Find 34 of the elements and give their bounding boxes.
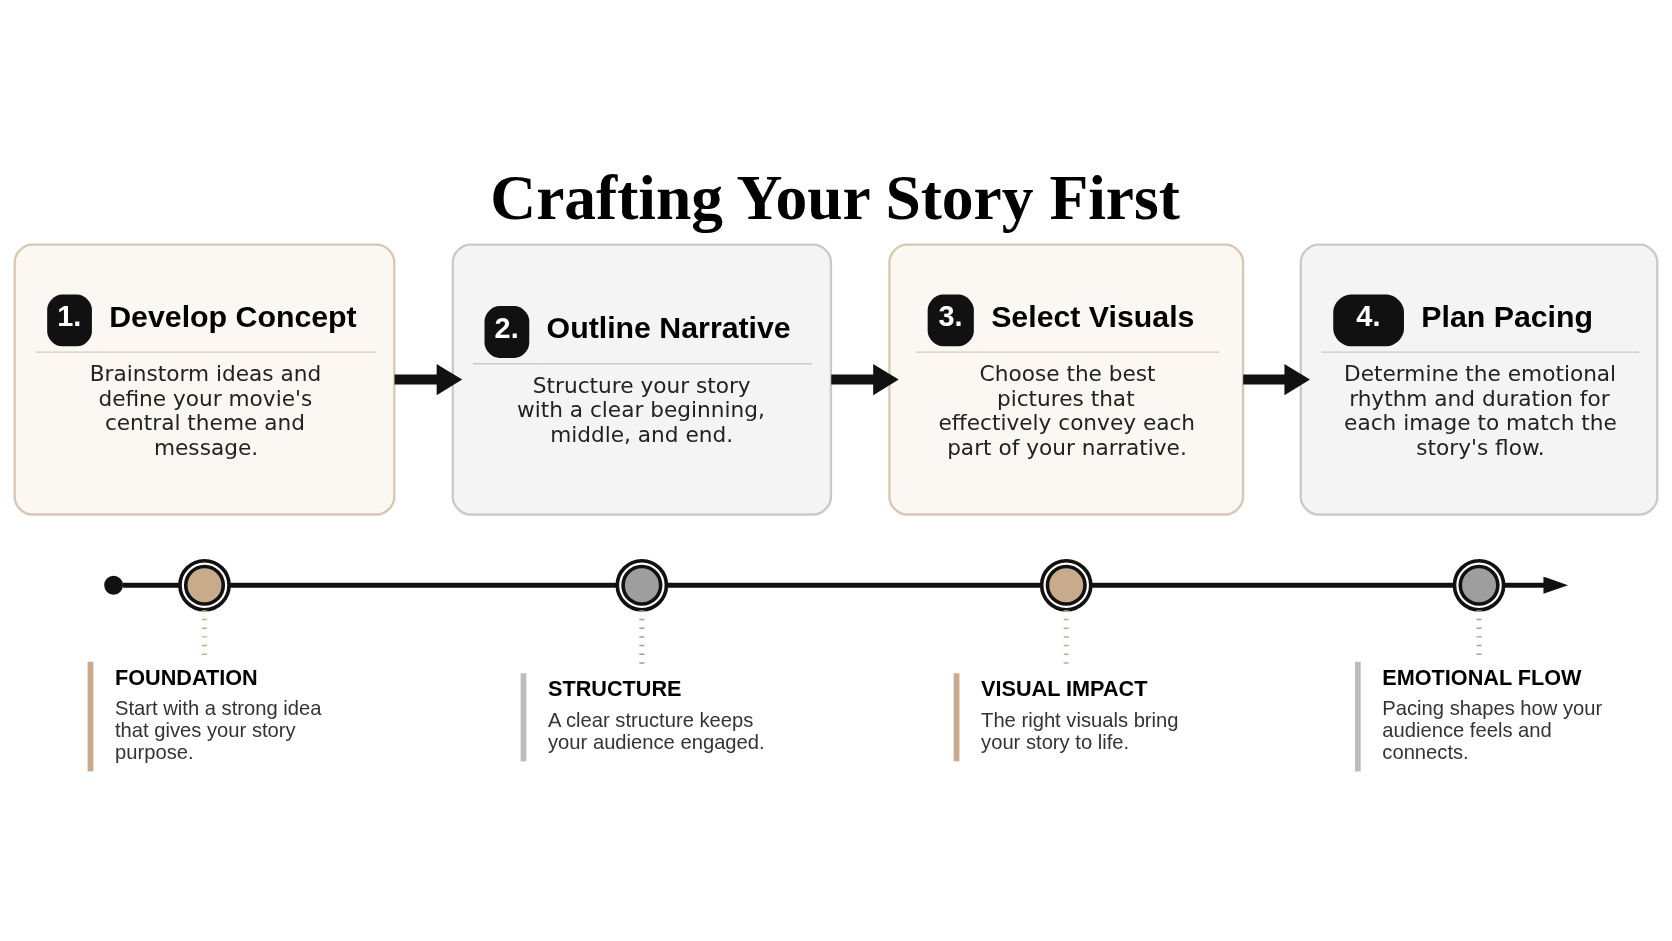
diagram-title: Crafting Your Story First bbox=[490, 161, 1180, 233]
connector bbox=[666, 582, 1042, 588]
arrow bbox=[394, 363, 463, 396]
node-box bbox=[87, 661, 94, 772]
node-label: A clear structure keeps your audience engaged. bbox=[548, 709, 765, 753]
node-label: The right visuals bring your story to life. bbox=[981, 709, 1179, 753]
arrow bbox=[831, 363, 899, 396]
connector bbox=[1476, 610, 1482, 656]
connector bbox=[201, 610, 208, 656]
node-box: 3. Select Visuals Choose the best pictures that effectively convey each part of your narrative. bbox=[888, 243, 1245, 516]
node-label: Pacing shapes how your audience feels and connects. bbox=[1382, 697, 1603, 763]
connector bbox=[229, 582, 618, 588]
node-box: 4. Plan Pacing Determine the emotional rhythm and duration for each image to match the story's flow. bbox=[1299, 243, 1659, 516]
arrow bbox=[1243, 363, 1310, 396]
connector bbox=[639, 610, 645, 667]
node-circle bbox=[104, 575, 123, 595]
node-circle bbox=[1039, 558, 1093, 612]
connector bbox=[1063, 610, 1069, 667]
node-label: Start with a strong idea that gives your story purpose. bbox=[115, 697, 322, 763]
node-box bbox=[1354, 661, 1361, 772]
node-label: VISUAL IMPACT bbox=[981, 676, 1148, 702]
node-label: STRUCTURE bbox=[548, 676, 682, 702]
node-box bbox=[520, 673, 527, 762]
arrow bbox=[1504, 576, 1569, 594]
node-circle bbox=[1452, 558, 1506, 612]
node-box: 2. Outline Narrative Structure your story with a clear beginning, middle, and end. bbox=[451, 243, 833, 516]
node-label: FOUNDATION bbox=[115, 664, 258, 690]
node-box: 1. Develop Concept Brainstorm ideas and define your movie's central theme and message. bbox=[13, 243, 396, 516]
connector bbox=[1090, 582, 1455, 588]
node-box bbox=[953, 673, 960, 762]
connector bbox=[122, 582, 180, 588]
node-circle bbox=[615, 558, 669, 612]
node-circle bbox=[178, 558, 231, 612]
node-label: EMOTIONAL FLOW bbox=[1382, 664, 1582, 690]
